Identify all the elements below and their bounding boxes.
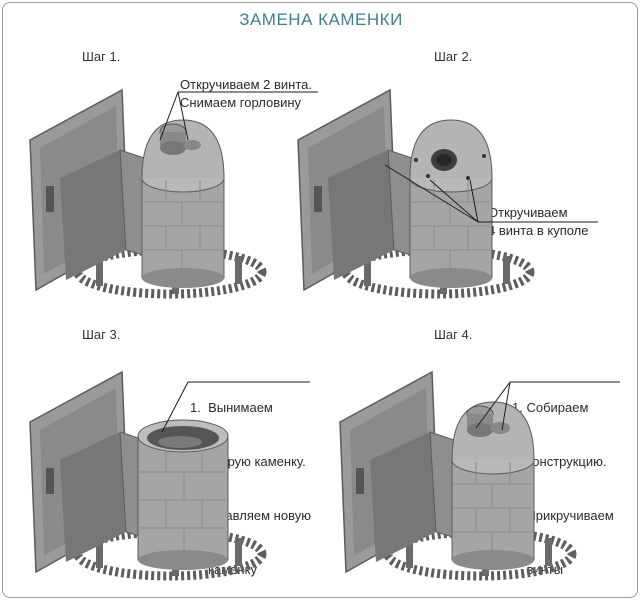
step-4-label: Шаг 4. [434, 327, 473, 342]
step-2-note-line: Откручиваем [488, 205, 568, 220]
stove-illustration-step-4 [339, 370, 577, 581]
step-1-note-line: Откручиваем 2 винта. [180, 77, 312, 92]
step-2-label: Шаг 2. [434, 49, 473, 64]
step-1-label: Шаг 1. [82, 49, 121, 64]
step-3-label: Шаг 3. [82, 327, 121, 342]
step-2-note: Откручиваем 4 винта в куполе [488, 204, 589, 240]
step-3-note-line: 1. Вынимаем [190, 400, 273, 415]
stove-illustration-step-2 [297, 88, 535, 299]
step-4-note: 1. Собираем конструкцию. 2. Прикручиваем… [512, 363, 614, 597]
step-3-note-line: каменку [190, 562, 257, 577]
step-2-note-line: 4 винта в куполе [488, 223, 589, 238]
step-4-note-line: конструкцию. [512, 454, 607, 469]
stove-illustration-step-3 [29, 370, 267, 581]
step-1-note: Откручиваем 2 винта. Снимаем горловину [180, 76, 312, 112]
diagram-title: ЗАМЕНА КАМЕНКИ [239, 10, 403, 29]
stove-illustration-step-1 [29, 88, 267, 299]
step-1-note-line: Снимаем горловину [180, 95, 302, 110]
step-4-note-line: 1. Собираем [512, 400, 589, 415]
